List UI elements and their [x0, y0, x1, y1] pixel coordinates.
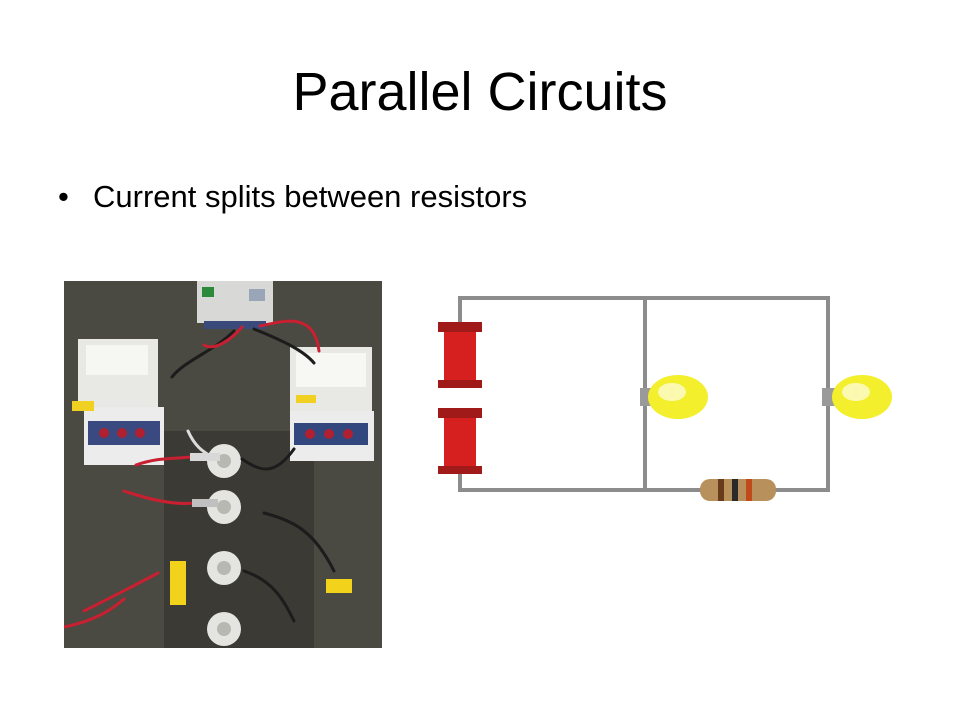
slide-title: Parallel Circuits	[292, 62, 668, 122]
bulb-sockets	[207, 444, 241, 646]
meter-left	[72, 339, 164, 465]
label-tag	[170, 561, 186, 605]
bullet-marker: •	[58, 179, 69, 214]
circuit-photo	[64, 281, 382, 648]
alligator-clip	[190, 453, 220, 461]
bullet-list: • Current splits between resistors	[58, 170, 527, 224]
label-tag	[326, 579, 352, 593]
light-bulb	[822, 375, 892, 419]
battery-cell	[438, 408, 482, 474]
meter-right	[290, 347, 374, 461]
resistor	[700, 479, 776, 501]
alligator-clip	[192, 499, 218, 507]
light-bulb	[640, 375, 708, 419]
bullet-text: Current splits between resistors	[93, 179, 528, 214]
circuit-diagram	[416, 262, 936, 532]
battery-cell	[438, 322, 482, 388]
bullet-item: • Current splits between resistors	[58, 170, 527, 224]
power-supply	[197, 281, 273, 329]
